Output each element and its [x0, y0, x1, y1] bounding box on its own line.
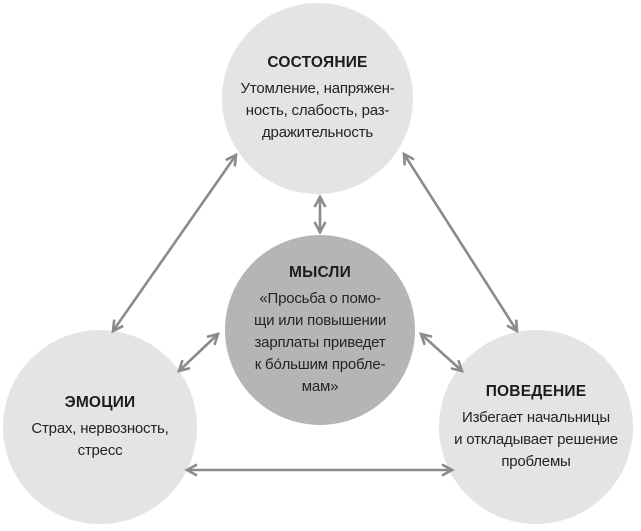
node-behavior-title: ПОВЕДЕНИЕ [485, 382, 587, 400]
node-state-line: Утомление, напряжен- [240, 80, 395, 97]
node-state: СОСТОЯНИЕ Утомление, напряжен- ность, сл… [222, 3, 413, 194]
arrow-thoughts-behavior [418, 332, 465, 373]
node-state-title: СОСТОЯНИЕ [267, 54, 368, 71]
node-behavior-line: проблемы [501, 452, 571, 470]
node-thoughts-line: щи или повышении [254, 311, 386, 329]
node-emotions-title: ЭМОЦИИ [64, 393, 136, 411]
node-thoughts-title: МЫСЛИ [289, 263, 351, 281]
node-thoughts-line: «Просьба о помо- [259, 289, 381, 307]
node-state-line: ность, слабость, раз- [245, 102, 390, 119]
node-emotions-line: стресс [77, 441, 123, 459]
node-thoughts-line: к бо́льшим пробле- [254, 355, 386, 373]
node-state-line: дражительность [262, 124, 373, 141]
node-emotions-line: Страх, нервозность, [31, 419, 169, 437]
node-thoughts-line: зарплаты приведет [254, 333, 386, 351]
node-emotions: ЭМОЦИИ Страх, нервозность, стресс [3, 330, 197, 524]
arrow-state-behavior [402, 151, 519, 334]
node-thoughts: МЫСЛИ «Просьба о помо- щи или повышении … [225, 235, 415, 425]
arrow-thoughts-emotions [177, 332, 220, 373]
node-thoughts-line: мам» [301, 377, 339, 395]
node-behavior-line: и откладывает решение [454, 430, 618, 448]
node-behavior-line: Избегает начальницы [462, 408, 610, 426]
node-behavior: ПОВЕДЕНИЕ Избегает начальницы и откладыв… [439, 330, 633, 524]
arrow-state-emotions [111, 152, 238, 334]
